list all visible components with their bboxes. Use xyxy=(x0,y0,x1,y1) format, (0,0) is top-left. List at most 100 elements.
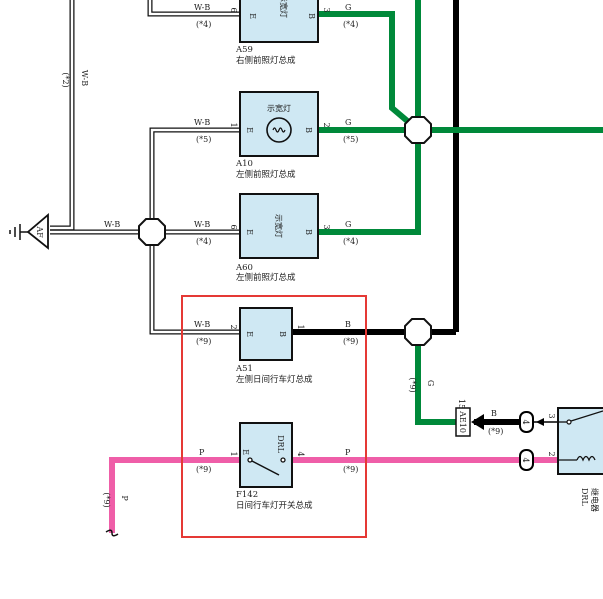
a59-pin-b: B xyxy=(307,13,316,19)
f142-pin-out: 4 xyxy=(296,451,305,456)
green-wire-to-connector xyxy=(415,332,456,425)
label-n9-p-vertical: (*9) xyxy=(102,492,111,507)
a60-pin-out: 3 xyxy=(322,224,331,229)
label-n5-a10: (*5) xyxy=(196,135,211,144)
label-g-a60: G xyxy=(345,220,351,229)
label-wb-a59: W-B xyxy=(194,3,210,12)
a51-pin-e: E xyxy=(245,331,254,337)
label-p-right: P xyxy=(345,448,351,457)
wb-wiring xyxy=(50,0,240,335)
a10-name: 左侧前照灯总成 xyxy=(236,169,296,180)
a10-code: A10 xyxy=(235,159,253,169)
connector-ae10: AE10 15 xyxy=(455,399,471,437)
label-wb-a10: W-B xyxy=(194,118,210,127)
label-wb-a60: W-B xyxy=(194,220,210,229)
a59-code: A59 xyxy=(235,45,253,55)
component-f142: DRL E 1 4 F142 日间行车灯开关总成 xyxy=(229,422,313,511)
a59-pin-e: E xyxy=(248,13,257,19)
label-n4-a59: (*4) xyxy=(196,20,211,29)
a60-inner-label: 示宽灯 xyxy=(274,214,284,238)
switch-icon xyxy=(247,457,286,476)
label-g-vertical: G xyxy=(426,380,435,386)
a10-pin-out: 2 xyxy=(322,122,331,127)
label-n4-a59-right: (*4) xyxy=(343,20,358,29)
junction-black xyxy=(404,318,432,346)
a10-pin-b: B xyxy=(304,127,313,133)
label-wb-ground: W-B xyxy=(104,220,120,229)
f142-pin-in: 1 xyxy=(229,451,238,456)
label-n9-p-left: (*9) xyxy=(196,465,211,474)
component-a60: 示宽灯 E B 6 3 A60 左侧前照灯总成 xyxy=(229,193,331,283)
a60-pin-b: B xyxy=(304,229,313,235)
label-b-relay: B xyxy=(491,409,497,418)
a59-name: 右侧前照灯总成 xyxy=(236,55,296,66)
pink-wire xyxy=(109,457,603,533)
label-p-vertical: P xyxy=(120,495,129,501)
a60-code: A60 xyxy=(235,263,253,273)
arrow-icon xyxy=(471,414,484,430)
a51-pin-in: 2 xyxy=(229,324,238,329)
a59-pin-in: 6 xyxy=(229,7,238,12)
connector-pin-top: 4 xyxy=(521,419,530,424)
label-g-a10: G xyxy=(345,118,351,127)
ground-symbol: AF xyxy=(9,213,49,250)
wire-labels: W-B (*4) W-B (*2) W-B (*5) W-B W-B (*4) … xyxy=(61,3,503,508)
green-wiring xyxy=(318,0,603,425)
drl-relay: 3 2 DRL 继电器 xyxy=(547,407,603,512)
junction-wb xyxy=(138,218,166,246)
label-n5-a10-right: (*5) xyxy=(343,135,358,144)
label-wb-a51: W-B xyxy=(194,320,210,329)
highlight-box xyxy=(181,295,367,538)
label-n9-vertical: (*9) xyxy=(408,377,417,392)
wb-wire-left-vertical xyxy=(50,0,75,231)
label-n9-p-right: (*9) xyxy=(343,465,358,474)
a51-pin-out: 1 xyxy=(296,324,305,329)
green-wire-a59 xyxy=(318,11,420,133)
black-wiring xyxy=(292,0,459,335)
connector-code: AE10 xyxy=(458,410,467,433)
relay-pin-bottom: 2 xyxy=(547,451,556,456)
component-a59: 示宽灯 E B 6 3 A59 右侧前照灯总成 xyxy=(229,0,331,66)
label-n9-a51-left: (*9) xyxy=(196,337,211,346)
relay-name-line2: 继电器 xyxy=(590,488,600,512)
green-wire-vertical xyxy=(318,0,421,235)
relay-name: DRL 继电器 xyxy=(580,488,600,512)
component-a51: E B 2 1 A51 左侧日间行车灯总成 xyxy=(229,307,313,385)
relay-pin-connectors: 4 4 xyxy=(519,411,534,471)
connector-pin-bottom: 4 xyxy=(521,457,530,462)
a60-pin-in: 6 xyxy=(229,224,238,229)
junction-green xyxy=(404,116,432,144)
f142-name: 日间行车灯开关总成 xyxy=(236,500,313,511)
connector-pin: 15 xyxy=(457,399,466,409)
a10-inner-label: 示宽灯 xyxy=(267,103,291,113)
lamp-icon xyxy=(266,117,292,143)
a51-pin-b: B xyxy=(278,331,287,337)
label-n9-a51-right: (*9) xyxy=(343,337,358,346)
label-p-left: P xyxy=(199,448,205,457)
ground-code: AF xyxy=(35,225,44,238)
label-n4-a60: (*4) xyxy=(196,237,211,246)
a51-code: A51 xyxy=(235,364,253,374)
label-n2-left: (*2) xyxy=(61,72,70,87)
a59-pin-out: 3 xyxy=(322,7,331,12)
a51-name: 左侧日间行车灯总成 xyxy=(236,374,313,385)
a60-name: 左侧前照灯总成 xyxy=(236,272,296,283)
a10-pin-e: E xyxy=(245,127,254,133)
junctions xyxy=(138,116,432,346)
relay-pin-top: 3 xyxy=(547,413,556,418)
f142-code: F142 xyxy=(236,490,258,500)
wire-break-symbol xyxy=(105,529,119,537)
f142-inner-label: DRL xyxy=(276,435,285,453)
a59-inner-label: 示宽灯 xyxy=(279,0,289,18)
label-wb-left: W-B xyxy=(80,70,89,86)
component-a10: 示宽灯 E B 1 2 A10 左侧前照灯总成 xyxy=(229,91,331,180)
pink-wiring xyxy=(109,457,603,533)
label-n9-relay: (*9) xyxy=(488,427,503,436)
label-n4-a60-right: (*4) xyxy=(343,237,358,246)
label-g-a59: G xyxy=(345,3,351,12)
label-b-a51: B xyxy=(345,320,351,329)
a10-pin-in: 1 xyxy=(229,122,238,127)
coil-icon xyxy=(576,455,596,462)
relay-name-line1: DRL xyxy=(580,488,589,506)
